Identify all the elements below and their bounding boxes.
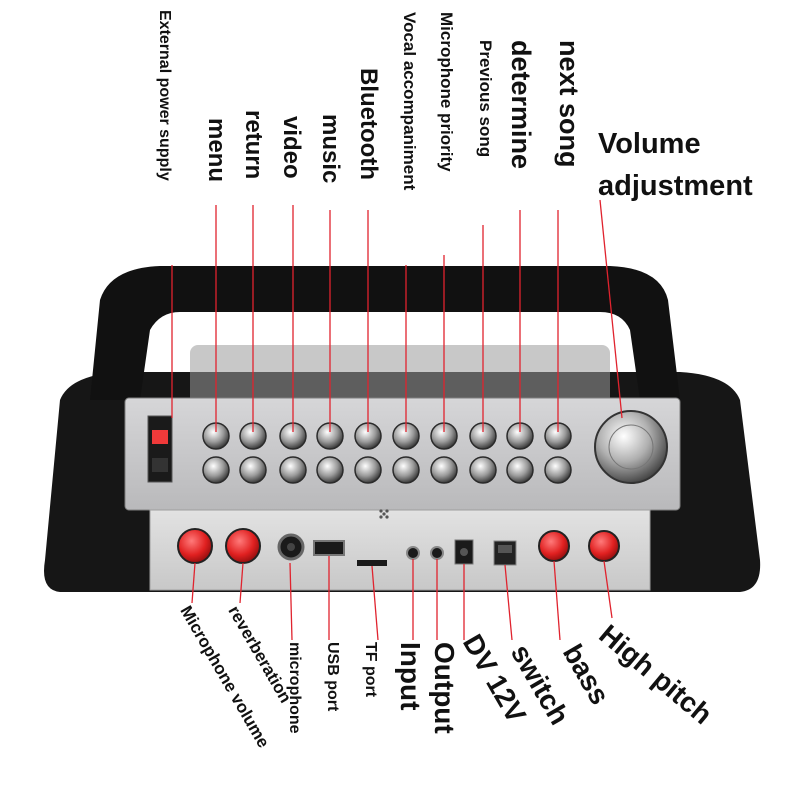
label-video: video [278,116,305,179]
label-output: Output [429,642,460,734]
usb-port [313,540,345,556]
label-adjustment: adjustment [598,170,753,202]
label-vocal-accompaniment: Vocal accompaniment [400,12,419,191]
panel-button [544,456,572,484]
lower-panel [149,509,651,591]
label-input: Input [395,642,426,711]
panel-button [239,456,267,484]
panel-button [430,456,458,484]
handle-opening [190,345,610,405]
carry-handle [90,266,680,400]
tf-slot [357,560,387,566]
panel-button [202,456,230,484]
grille-dots [379,509,389,519]
label-return: return [240,110,267,180]
label-usb-port: USB port [324,642,341,712]
mic-volume-knob [177,528,213,564]
button-grid [202,422,572,484]
leader-lines [171,199,623,641]
label-external-power-supply: External power supply [156,10,173,181]
label-music: music [317,114,344,184]
panel-button [469,456,497,484]
input-jack [406,546,420,560]
bass-knob [538,530,570,562]
volume-knob [594,410,668,484]
reverb-knob [225,528,261,564]
label-next-song: next song [554,40,584,168]
label-bluetooth: Bluetooth [355,68,382,180]
label-microphone: microphone [286,642,303,734]
panel-button [392,456,420,484]
label-tf-port: TF port [362,642,379,698]
panel-button [354,456,382,484]
panel-button [316,456,344,484]
treble-knob [588,530,620,562]
panel-button [506,456,534,484]
label-microphone-priority: Microphone priority [437,12,456,172]
power-terminal [147,415,173,483]
label-determine: determine [506,40,536,170]
label-previous-song: Previous song [476,40,495,158]
label-volume: Volume [598,128,701,160]
output-jack [430,546,444,560]
label-menu: menu [203,118,230,183]
panel-button [279,456,307,484]
